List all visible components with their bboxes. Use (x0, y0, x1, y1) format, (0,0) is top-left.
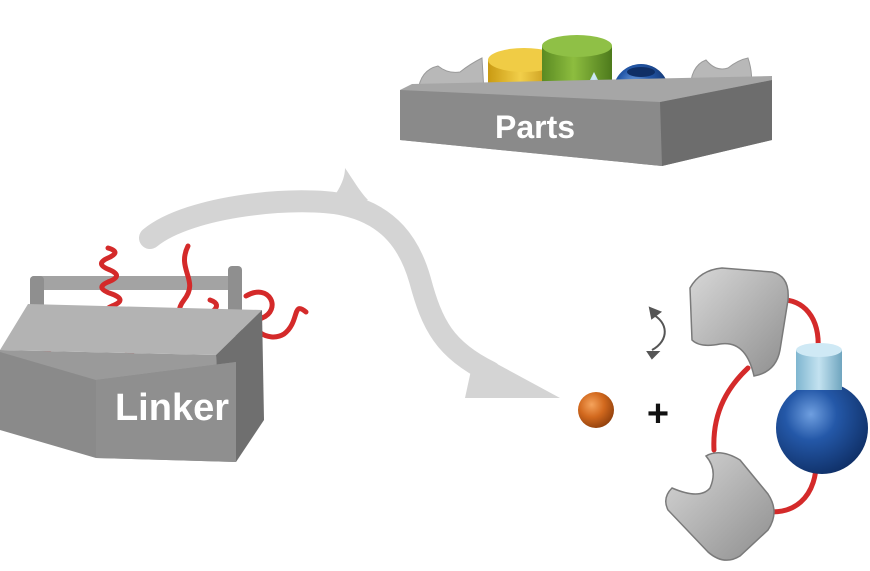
process-arrow (139, 168, 560, 398)
linker-label: Linker (115, 387, 229, 429)
rotation-arrow-icon (646, 306, 666, 360)
linker-toolbox-icon: Linker (0, 243, 309, 462)
orange-sphere-icon (578, 392, 614, 428)
parts-tray-icon: Parts (400, 35, 772, 166)
parts-label: Parts (495, 109, 575, 145)
assembled-construct-icon (665, 267, 868, 561)
plus-sign: + (647, 393, 669, 435)
